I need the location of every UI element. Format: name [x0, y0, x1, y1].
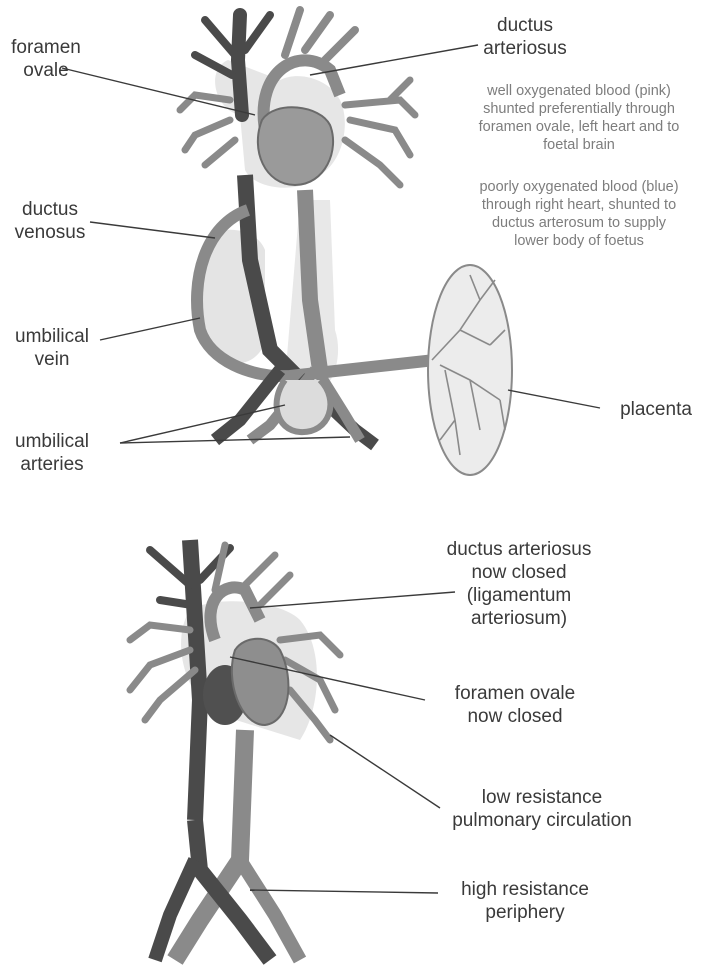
note-poorly-oxygenated-blood: poorly oxygenated blood (blue) through r…	[448, 178, 710, 250]
label-foramen-ovale: foramen ovale	[0, 36, 92, 82]
fetal-umbilical-arteries-loop	[277, 380, 331, 432]
fetal-left-lung-vessels	[345, 80, 415, 185]
label-ductus-venosus: ductus venosus	[2, 198, 98, 244]
fetal-heart-chambers	[258, 107, 333, 185]
label-ductus-arteriosus: ductus arteriosus	[470, 14, 580, 60]
label-foramen-closed: foramen ovale now closed	[440, 682, 590, 728]
label-high-resistance: high resistance periphery	[440, 878, 610, 924]
label-low-resistance: low resistance pulmonary circulation	[442, 786, 642, 832]
fetal-arch-branches	[285, 10, 355, 60]
label-placenta: placenta	[604, 398, 708, 421]
note-oxygenated-blood: well oxygenated blood (pink) shunted pre…	[448, 82, 710, 154]
label-umbilical-vein: umbilical vein	[0, 325, 104, 371]
fetal-svc	[238, 15, 242, 115]
label-umbilical-arteries: umbilical arteries	[0, 430, 104, 476]
label-ductus-closed: ductus arteriosus now closed (ligamentum…	[430, 538, 608, 630]
placenta-shape	[428, 265, 512, 475]
